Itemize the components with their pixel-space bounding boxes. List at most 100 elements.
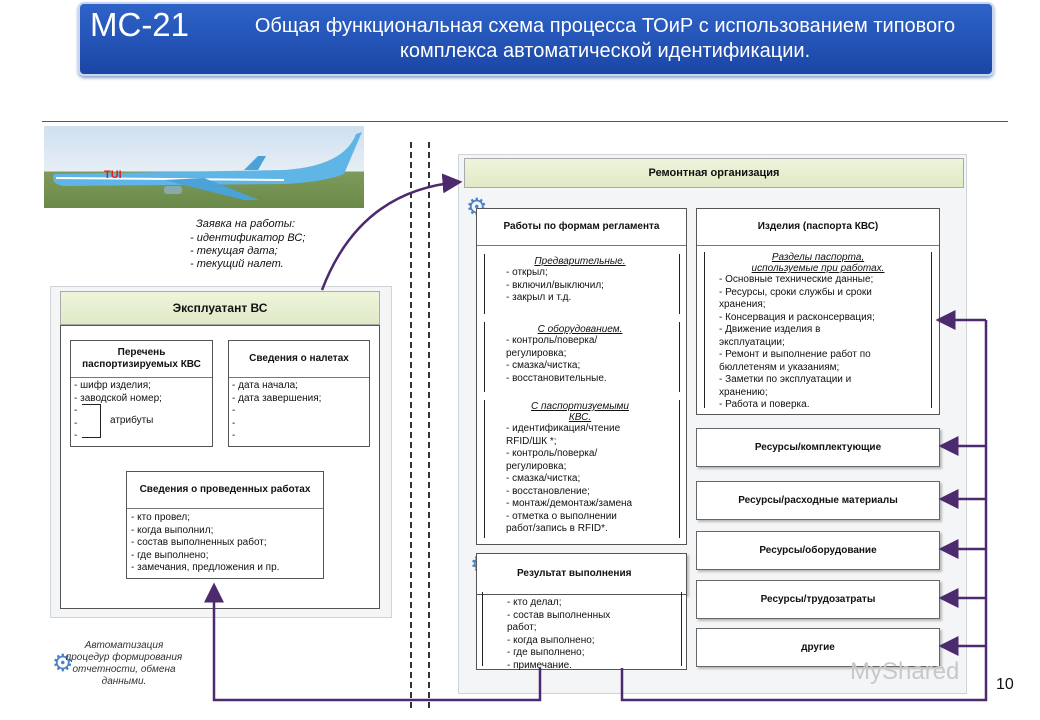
flights-line: - xyxy=(232,430,236,441)
section-bracket xyxy=(484,322,680,392)
request-line: - текущая дата; xyxy=(190,245,278,257)
section-line: RFID/ШК *; xyxy=(506,435,557,447)
section-line: - закрыл и т.д. xyxy=(506,292,572,303)
section-bracket xyxy=(484,400,680,538)
works-line: - когда выполнил; xyxy=(131,524,214,536)
result-line: - состав выполненных xyxy=(507,609,611,621)
watermark: MyShared xyxy=(850,658,960,685)
flights-box: Сведения о налетах - дата начала; - дата… xyxy=(228,340,370,447)
separator-line xyxy=(410,142,412,708)
kvs-list-title: Перечень паспортизируемых КВС xyxy=(71,341,212,378)
request-arrow xyxy=(320,173,463,291)
section-line: - отметка о выполнении xyxy=(506,510,617,522)
result-line: - кто делал; xyxy=(507,597,562,608)
svg-text:TUI: TUI xyxy=(104,169,122,181)
section-line: - восстановление; xyxy=(506,485,590,497)
passport-line: - Основные технические данные; xyxy=(719,274,874,285)
kvs-line: - xyxy=(74,430,78,441)
flights-line: - дата начала; xyxy=(232,380,298,391)
request-line: - текущий налет. xyxy=(190,258,284,270)
feedback-line xyxy=(620,320,988,702)
kvs-line: - xyxy=(74,417,78,429)
gear-icon: ⚙ xyxy=(52,650,74,677)
return-arrow xyxy=(204,582,542,702)
section-line: - контроль/поверка/ xyxy=(506,335,598,346)
kvs-list-box: Перечень паспортизируемых КВС - шифр изд… xyxy=(70,340,213,447)
flights-line: - xyxy=(232,405,236,416)
section-title: С оборудованием. xyxy=(537,324,623,335)
section-title: Предварительные. xyxy=(534,256,626,267)
result-title-box: Результат выполнения xyxy=(476,553,687,595)
automation-note: Автоматизация процедур формирования отче… xyxy=(65,640,183,687)
section-equipment: С оборудованием. - контроль/поверка/ рег… xyxy=(482,324,678,385)
resource-consumables: Ресурсы/расходные материалы xyxy=(696,481,940,520)
resource-components: Ресурсы/комплектующие xyxy=(696,428,940,467)
result-title: Результат выполнения xyxy=(517,568,632,579)
passport-line: бюллетеням и указаниям; xyxy=(719,361,840,373)
operator-title: Эксплуатант ВС xyxy=(60,291,380,325)
section-title: С паспортизуемыми КВС. xyxy=(531,401,629,423)
aircraft-photo: TUI xyxy=(44,126,364,208)
section-line: регулировка; xyxy=(506,347,567,359)
request-line: - идентификатор ВС; xyxy=(190,232,306,244)
regulation-box: Работы по формам регламента xyxy=(476,208,687,545)
result-line: - где выполнено; xyxy=(507,647,585,658)
attributes-label: атрибуты xyxy=(110,415,154,426)
kvs-line: - xyxy=(74,405,78,416)
section-line: регулировка; xyxy=(506,460,567,472)
passport-line: - Ремонт и выполнение работ по xyxy=(719,349,871,360)
result-box: - кто делал; - состав выполненных работ;… xyxy=(476,594,687,671)
passport-line: - Работа и поверка. xyxy=(719,399,810,410)
section-line: - включил/выключил; xyxy=(506,279,604,291)
page-number: 10 xyxy=(996,676,1014,693)
result-bracket xyxy=(482,592,682,666)
section-line: - восстановительные. xyxy=(506,372,607,384)
result-line: - примечание. xyxy=(507,659,572,671)
products-title: Изделия (паспорта КВС) xyxy=(697,209,939,246)
kvs-line: - заводской номер; xyxy=(74,392,162,404)
kvs-line: - шифр изделия; xyxy=(74,380,151,391)
flights-title: Сведения о налетах xyxy=(229,341,369,378)
passport-line: - Консервация и расконсервация; xyxy=(719,311,875,323)
passport-line: эксплуатации; xyxy=(719,336,785,348)
resource-equipment: Ресурсы/оборудование xyxy=(696,531,940,570)
passport-title: Разделы паспорта, используемые при работ… xyxy=(751,252,885,274)
flights-line: - xyxy=(232,417,236,429)
page-title: Общая функциональная схема процесса ТОиР… xyxy=(254,15,956,62)
section-kvs: С паспортизуемыми КВС. - идентификация/ч… xyxy=(482,401,678,536)
section-line: - открыл; xyxy=(506,267,548,278)
section-line: - идентификация/чтение xyxy=(506,423,621,434)
works-line: - замечания, предложения и пр. xyxy=(131,562,280,573)
header-divider xyxy=(42,121,1008,122)
repair-title: Ремонтная организация xyxy=(464,158,964,188)
title-banner xyxy=(78,2,994,76)
attributes-bracket xyxy=(82,404,101,438)
works-line: - состав выполненных работ; xyxy=(131,537,267,548)
resource-other: другие xyxy=(696,628,940,667)
flights-line: - дата завершения; xyxy=(232,392,322,404)
request-title: Заявка на работы: xyxy=(196,218,295,230)
section-line: работ/запись в RFID*. xyxy=(506,523,608,534)
section-line: - смазка/чистка; xyxy=(506,360,581,371)
request-list: - идентификатор ВС; - текущая дата; - те… xyxy=(190,232,305,271)
products-box: Изделия (паспорта КВС) Разделы паспорта,… xyxy=(696,208,940,415)
section-line: - смазка/чистка; xyxy=(506,473,581,484)
passport-line: - Заметки по эксплуатации и xyxy=(719,374,852,385)
works-title: Сведения о проведенных работах xyxy=(127,472,323,509)
section-line: - контроль/поверка/ xyxy=(506,448,598,459)
passport-line: хранению; xyxy=(719,386,768,398)
works-box: Сведения о проведенных работах - кто про… xyxy=(126,471,324,579)
passport-line: - Движение изделия в xyxy=(719,324,821,335)
result-line: работ; xyxy=(507,622,537,633)
result-line: - когда выполнено; xyxy=(507,634,595,646)
resource-labor: Ресурсы/трудозатраты xyxy=(696,580,940,619)
section-bracket xyxy=(484,254,680,314)
works-line: - кто провел; xyxy=(131,512,190,523)
passport-line: - Ресурсы, сроки службы и сроки xyxy=(719,286,872,298)
works-line: - где выполнено; xyxy=(131,549,209,561)
passport-line: хранения; xyxy=(719,299,766,310)
section-line: - монтаж/демонтаж/замена xyxy=(506,498,633,509)
aircraft-code: MC-21 xyxy=(90,6,190,43)
section-preliminary: Предварительные. - открыл; - включил/вык… xyxy=(482,256,678,305)
